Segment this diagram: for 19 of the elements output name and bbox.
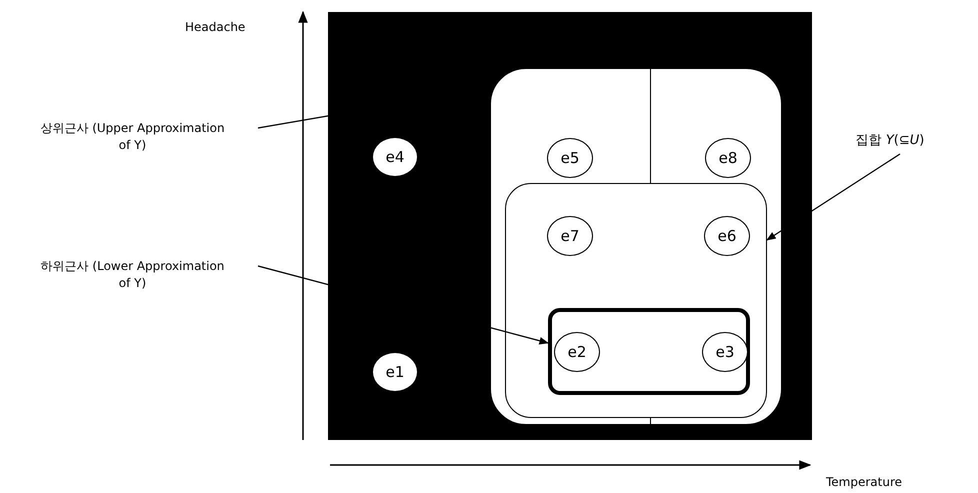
universe-region [328, 12, 812, 440]
axis-label: Headache [185, 20, 246, 34]
element-circle: e6 [704, 216, 750, 256]
element-circle: e5 [547, 138, 593, 178]
upper-approximation-region [490, 68, 782, 425]
lower-approximation-region [548, 308, 750, 395]
annotation-text: 상위근사 (Upper Approximation of Y) [35, 120, 230, 156]
axis-label: Temperature [826, 475, 902, 489]
element-circle: e8 [705, 138, 751, 178]
element-circle: e4 [372, 137, 418, 177]
leader-line [766, 154, 900, 241]
element-circle: e1 [372, 352, 418, 392]
annotation-text: 하위근사 (Lower Approximation of Y) [35, 258, 230, 294]
annotation-text: 집합 Y(⊆U) [840, 132, 940, 154]
leader-line [258, 265, 549, 344]
element-circle: e2 [554, 332, 600, 372]
set-y-region [505, 183, 767, 418]
element-circle: e3 [702, 332, 748, 372]
element-circle: e7 [547, 216, 593, 256]
